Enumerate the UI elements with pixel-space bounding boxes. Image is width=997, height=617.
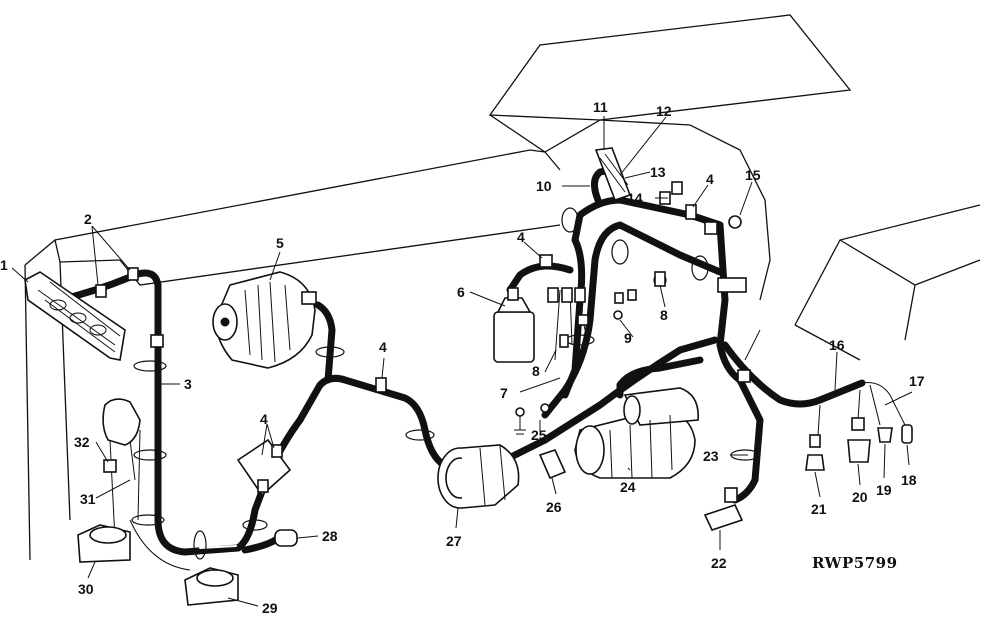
connector-2b bbox=[127, 267, 139, 281]
callout-12: 12 bbox=[656, 103, 672, 119]
callout-4c: 4 bbox=[517, 229, 525, 245]
callout-21: 21 bbox=[811, 501, 827, 517]
bracket-26 bbox=[538, 449, 567, 480]
callout-labels: 1 2 3 4 4 4 4 5 6 7 8 8 9 10 11 12 13 14… bbox=[0, 99, 925, 616]
callout-4d: 4 bbox=[706, 171, 714, 187]
callout-14: 14 bbox=[627, 190, 643, 206]
grille-light-assembly bbox=[24, 271, 126, 361]
callout-27: 27 bbox=[446, 533, 462, 549]
callout-16: 16 bbox=[829, 337, 845, 353]
callout-17: 17 bbox=[909, 373, 925, 389]
callout-28: 28 bbox=[322, 528, 338, 544]
callout-29: 29 bbox=[262, 600, 278, 616]
callout-11: 11 bbox=[593, 99, 608, 115]
callout-13: 13 bbox=[650, 164, 666, 180]
callout-8b: 8 bbox=[660, 307, 668, 323]
leader-lines bbox=[11, 116, 913, 607]
callout-26: 26 bbox=[546, 499, 562, 515]
callout-9: 9 bbox=[624, 330, 632, 346]
callout-10: 10 bbox=[536, 178, 552, 194]
callout-4b: 4 bbox=[260, 411, 268, 427]
callout-19: 19 bbox=[876, 482, 892, 498]
horn-30 bbox=[77, 524, 131, 563]
callout-2: 2 bbox=[84, 211, 92, 227]
left-lamp-31 bbox=[102, 398, 141, 446]
callout-23: 23 bbox=[703, 448, 719, 464]
alternator bbox=[212, 271, 317, 369]
callout-15: 15 bbox=[745, 167, 761, 183]
callout-6: 6 bbox=[457, 284, 465, 300]
callout-8a: 8 bbox=[532, 363, 540, 379]
connector-32 bbox=[103, 459, 117, 473]
compressor bbox=[437, 444, 520, 509]
callout-5: 5 bbox=[276, 235, 284, 251]
starter-motor bbox=[574, 387, 699, 479]
callout-24: 24 bbox=[620, 479, 636, 495]
connector-3 bbox=[150, 334, 164, 348]
sensors-right bbox=[805, 417, 913, 471]
machine-outline bbox=[24, 14, 981, 561]
callout-31: 31 bbox=[80, 491, 96, 507]
thin-wires bbox=[129, 289, 906, 571]
callout-18: 18 bbox=[901, 472, 917, 488]
connector-22 bbox=[703, 504, 744, 531]
connector-2a bbox=[95, 284, 107, 298]
sensor-canister bbox=[493, 287, 535, 363]
callout-32: 32 bbox=[74, 434, 90, 450]
tie-loops bbox=[131, 207, 760, 560]
reference-code: RWP5799 bbox=[812, 554, 898, 572]
callout-30: 30 bbox=[78, 581, 94, 597]
clips bbox=[236, 377, 387, 497]
plug-28 bbox=[274, 529, 298, 547]
callout-3: 3 bbox=[184, 376, 192, 392]
callout-22: 22 bbox=[711, 555, 727, 571]
callout-4a: 4 bbox=[379, 339, 387, 355]
connector-23 bbox=[724, 487, 738, 503]
callout-25: 25 bbox=[531, 427, 547, 443]
callout-1: 1 bbox=[0, 257, 8, 273]
callout-20: 20 bbox=[852, 489, 868, 505]
callout-7: 7 bbox=[500, 385, 508, 401]
horn-29 bbox=[184, 567, 239, 606]
